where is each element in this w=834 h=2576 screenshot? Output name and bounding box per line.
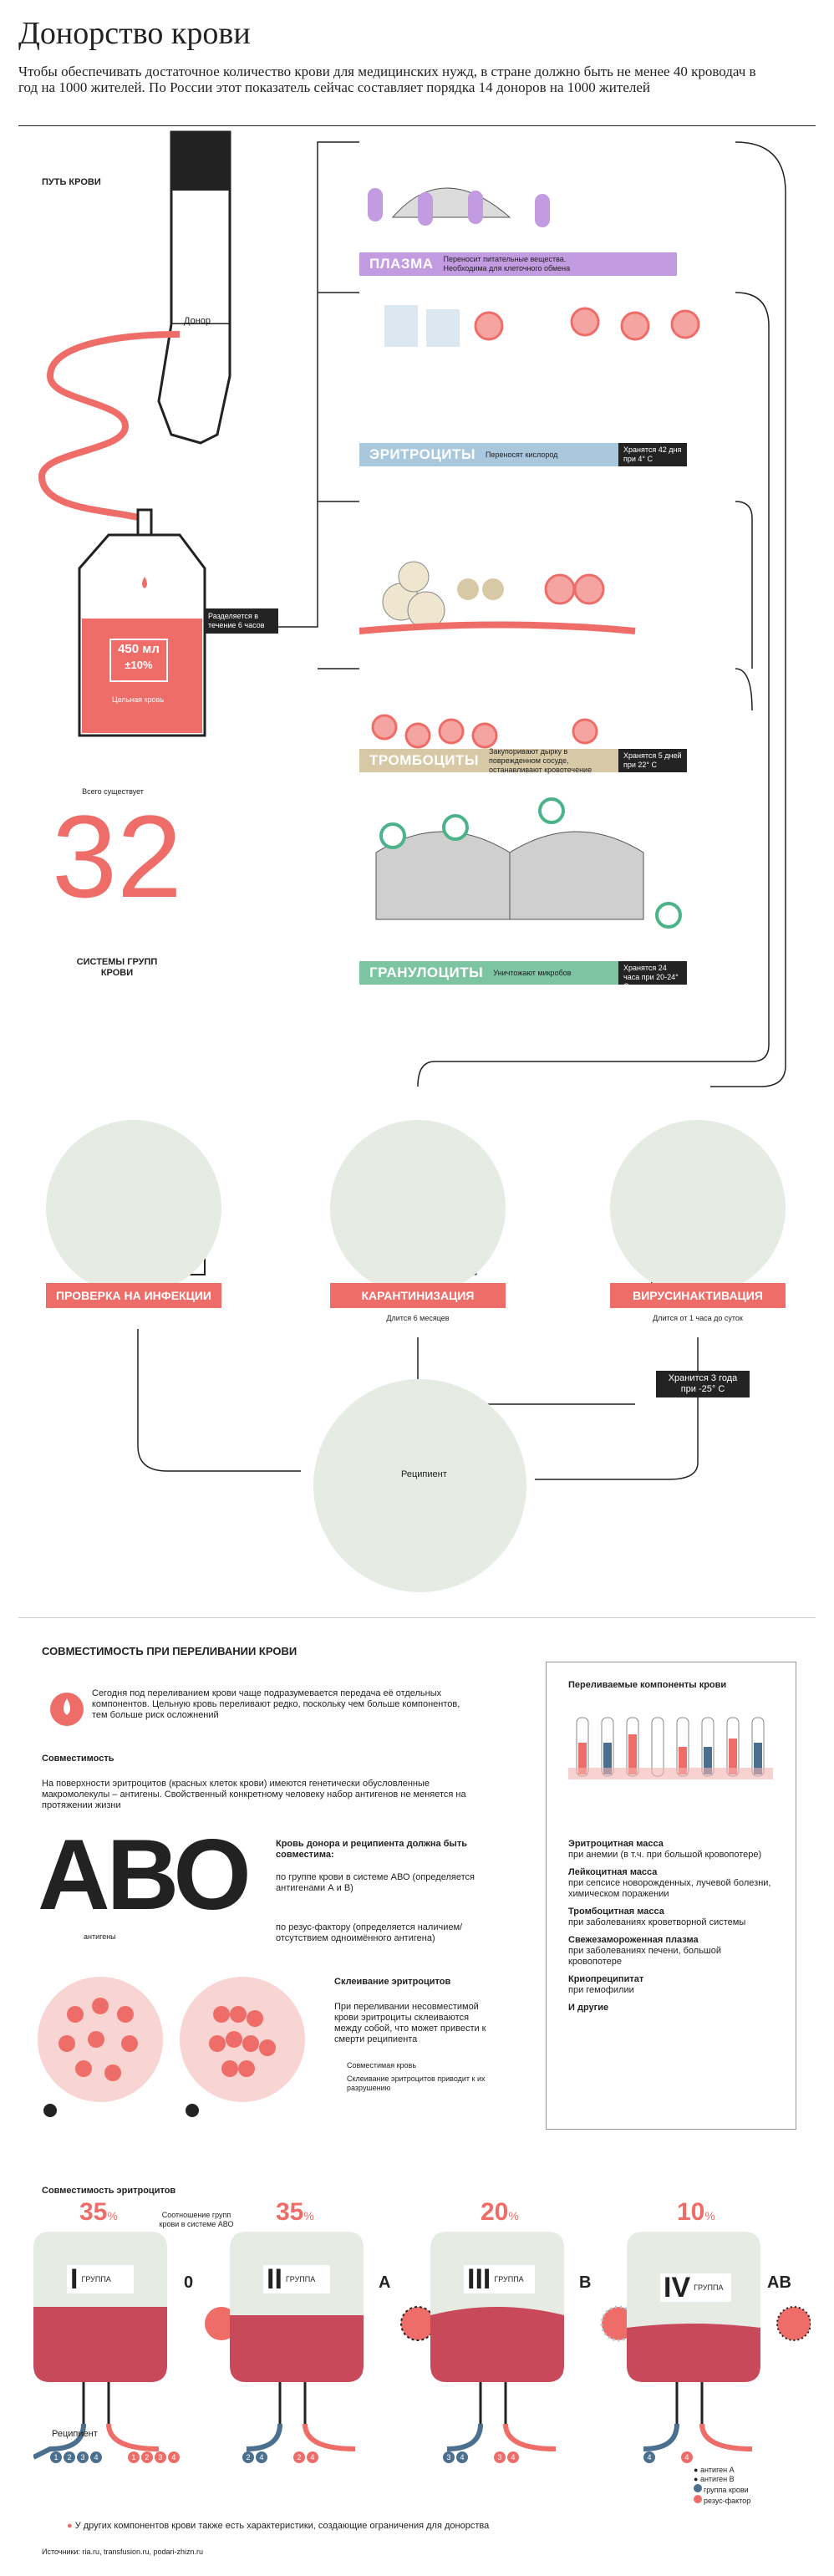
group-1-letter: 0 bbox=[184, 2273, 194, 2292]
band-plasma-desc: Переносит питательные вещества. Необходи… bbox=[443, 255, 571, 272]
box-item-2-text: при сепсисе новорожденных, лучевой болез… bbox=[568, 1878, 771, 1899]
bottle-label: Цельная кровь bbox=[111, 695, 165, 704]
band-granulocytes-desc: Уничтожают микробов bbox=[493, 968, 572, 977]
box-item-5-text: при гемофилии bbox=[568, 1985, 634, 1995]
band-thrombocytes-desc: Закупоривают дырку в поврежденном сосуде… bbox=[489, 746, 592, 774]
pct-group-4: 10% bbox=[677, 2198, 715, 2226]
page-title: Донорство крови bbox=[18, 16, 251, 51]
must-abo: по группе крови в системе АВО (определяе… bbox=[276, 1872, 475, 1893]
blood-bags bbox=[33, 2232, 811, 2460]
compat-sub: Совместимость bbox=[42, 1754, 114, 1764]
bottle-volume: 450 мл bbox=[118, 642, 160, 656]
compat-intro: Сегодня под переливанием крови чаще подр… bbox=[92, 1688, 460, 1720]
systems-caption: СИСТЕМЫ ГРУПП КРОВИ bbox=[76, 957, 158, 978]
lead-text: Чтобы обеспечивать достаточное количеств… bbox=[18, 64, 756, 95]
must-title: Кровь донора и реципиента должна быть со… bbox=[276, 1839, 467, 1860]
process-virus-note: Длится от 1 часа до суток bbox=[653, 1314, 743, 1322]
groups-heading: Совместимость эритроцитов bbox=[42, 2186, 176, 2196]
group-3-letter: B bbox=[579, 2273, 592, 2292]
path-heading: ПУТЬ КРОВИ bbox=[42, 177, 101, 187]
must-rh: по резус-фактору (определяется наличием/… bbox=[276, 1922, 463, 1943]
agglutination-illustration bbox=[38, 1977, 305, 2117]
agg-legend-1: Совместимая кровь bbox=[347, 2061, 417, 2069]
box-item-1-text: при анемии (в т.ч. при большой кровопоте… bbox=[568, 1850, 762, 1860]
pct-group-2: 35% bbox=[276, 2198, 314, 2226]
process-virus: ВИРУСИНАКТИВАЦИЯ bbox=[610, 1283, 786, 1308]
compat-sub-text: На поверхности эритроцитов (красных клет… bbox=[42, 1779, 466, 1810]
band-plasma: ПЛАЗМА Переносит питательные вещества. Н… bbox=[359, 252, 677, 276]
split-note: Разделяется в течение 6 часов bbox=[205, 608, 278, 634]
test-tubes bbox=[568, 1717, 773, 1779]
band-erythrocytes: ЭРИТРОЦИТЫ Переносят кислород bbox=[359, 443, 618, 466]
groups-note: ● У других компонентов крови также есть … bbox=[67, 2521, 490, 2531]
band-thrombocytes-name: ТРОМБОЦИТЫ bbox=[369, 752, 479, 768]
band-erythrocytes-desc: Переносят кислород bbox=[486, 450, 558, 459]
box-item-1-name: Эритроцитная масса bbox=[568, 1839, 664, 1849]
process-circle-quarantine bbox=[330, 1120, 506, 1296]
box-item-4-text: при заболеваниях печени, большой кровопо… bbox=[568, 1946, 722, 1967]
box-item-4-name: Свежезамороженная плазма bbox=[568, 1935, 699, 1945]
pct-group-3: 20% bbox=[481, 2198, 519, 2226]
box-item-3-text: при заболеваниях кроветворной системы bbox=[568, 1917, 746, 1927]
box-item-6-name: И другие bbox=[568, 2003, 609, 2013]
process-quarantine: КАРАНТИНИЗАЦИЯ bbox=[330, 1283, 506, 1308]
band-thrombocytes: ТРОМБОЦИТЫ Закупоривают дырку в поврежде… bbox=[359, 746, 618, 774]
groups-legend: ● антиген A ● антиген B группа крови рез… bbox=[694, 2466, 751, 2505]
band-plasma-name: ПЛАЗМА bbox=[369, 256, 434, 272]
band-granulocytes: ГРАНУЛОЦИТЫ Уничтожают микробов bbox=[359, 961, 618, 985]
header-rule bbox=[18, 125, 816, 126]
storage-granulocytes: Хранятся 24 часа при 20-24° С bbox=[618, 961, 687, 990]
agg-title: Склеивание эритроцитов bbox=[334, 1977, 451, 1987]
process-circle-virus bbox=[610, 1120, 786, 1296]
box-items: Эритроцитная масса при анемии (в т.ч. пр… bbox=[568, 1839, 777, 2013]
storage-thrombocytes: Хранятся 5 дней при 22° С bbox=[618, 749, 687, 772]
recipient-circle bbox=[313, 1379, 526, 1592]
storage-plasma: Хранится 3 года при -25° С bbox=[656, 1371, 750, 1397]
abo-text: АВО bbox=[38, 1819, 252, 1931]
process-infection: ПРОВЕРКА НА ИНФЕКЦИИ bbox=[46, 1283, 221, 1308]
box-title: Переливаемые компоненты крови bbox=[568, 1680, 727, 1690]
blood-drop-icon bbox=[50, 1693, 84, 1726]
bottle-tolerance: ±10% bbox=[125, 659, 153, 671]
compat-heading: СОВМЕСТИМОСТЬ ПРИ ПЕРЕЛИВАНИИ КРОВИ bbox=[42, 1645, 297, 1657]
agg-legend-2: Склеивание эритроцитов приводит к их раз… bbox=[347, 2075, 486, 2092]
storage-erythrocytes: Хранятся 42 дня при 4° С bbox=[618, 443, 687, 466]
band-granulocytes-name: ГРАНУЛОЦИТЫ bbox=[369, 965, 484, 980]
section-rule bbox=[18, 1617, 816, 1618]
box-item-3-name: Тромбоцитная масса bbox=[568, 1907, 664, 1917]
group-2-letter: A bbox=[379, 2273, 391, 2292]
pct-group-1: 35% bbox=[79, 2198, 118, 2226]
sources: Источники: ria.ru, transfusion.ru, podar… bbox=[42, 2548, 204, 2556]
agg-text: При переливании несовместимой крови эрит… bbox=[334, 2002, 486, 2044]
systems-intro: Всего существует bbox=[82, 787, 144, 796]
group-4-dots: 4 4 bbox=[643, 2449, 694, 2464]
group-4-letter: AB bbox=[767, 2273, 791, 2292]
process-quarantine-note: Длится 6 месяцев bbox=[386, 1314, 450, 1322]
systems-number: 32 bbox=[52, 791, 182, 922]
recipient-label: Реципиент bbox=[401, 1469, 447, 1479]
ratio-label: Соотношение групп крови в системе АВО bbox=[159, 2211, 234, 2228]
box-item-2-name: Лейкоцитная масса bbox=[568, 1867, 658, 1877]
groups-recipient: Реципиент bbox=[52, 2429, 98, 2439]
band-erythrocytes-name: ЭРИТРОЦИТЫ bbox=[369, 446, 476, 462]
components-box bbox=[546, 1662, 796, 2130]
box-item-5-name: Криопреципитат bbox=[568, 1974, 644, 1984]
antigen-label: антигены bbox=[84, 1932, 116, 1941]
donor-label: Донор bbox=[184, 316, 211, 326]
process-circle-infection bbox=[46, 1120, 221, 1296]
